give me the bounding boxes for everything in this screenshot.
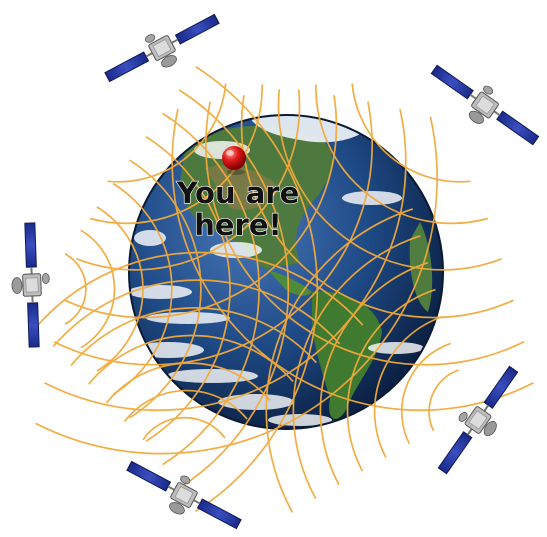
signal-wave-arc (319, 261, 429, 486)
signal-wave-arc (292, 234, 421, 500)
signal-wave-arc (64, 253, 87, 325)
satellite-icon (427, 358, 531, 484)
signal-wave-arc (76, 89, 301, 271)
label-line-1: You are (176, 176, 300, 210)
signal-wave-arc (346, 288, 436, 472)
signal-wave-arc (129, 159, 202, 419)
satellite-icon (8, 221, 53, 349)
signal-wave-arc (205, 101, 525, 366)
signal-wave-arc (171, 108, 534, 412)
label-line-2: here! (194, 208, 282, 242)
signal-wave-arc (400, 342, 451, 445)
signal-wave-arc (35, 116, 438, 455)
signal-wave-arc (123, 389, 248, 423)
location-pin-icon (222, 146, 246, 175)
satellite-icon (98, 2, 228, 96)
satellite-icon (118, 449, 248, 537)
signal-wave-arc (351, 83, 471, 183)
signal-wave-arc (70, 307, 317, 366)
signal-wave-arc (265, 208, 414, 513)
signal-wave-arc (277, 89, 502, 271)
signal-wave-arc (35, 251, 364, 329)
signal-wave-arc (105, 362, 271, 404)
signal-wave-arc (315, 84, 489, 225)
signal-wave-arc (373, 315, 444, 458)
signal-wave-arc (44, 108, 407, 412)
earth-globe (128, 114, 444, 430)
signal-wave-arc (80, 229, 116, 349)
signal-wave-arc (178, 89, 290, 489)
signal-waves (35, 65, 534, 513)
signal-wave-arc (89, 84, 263, 225)
signal-wave-arc (142, 416, 226, 441)
satellite-icon (421, 54, 547, 158)
signal-wave-arc (107, 83, 227, 183)
signal-wave-arc (145, 136, 231, 442)
signal-wave-arc (112, 182, 173, 396)
signal-wave-arc (428, 369, 459, 431)
signal-wave-arc (88, 334, 294, 385)
signal-wave-arc (195, 65, 319, 513)
you-are-here-label: You are here! (175, 175, 300, 242)
signal-wave-arc (52, 279, 341, 347)
